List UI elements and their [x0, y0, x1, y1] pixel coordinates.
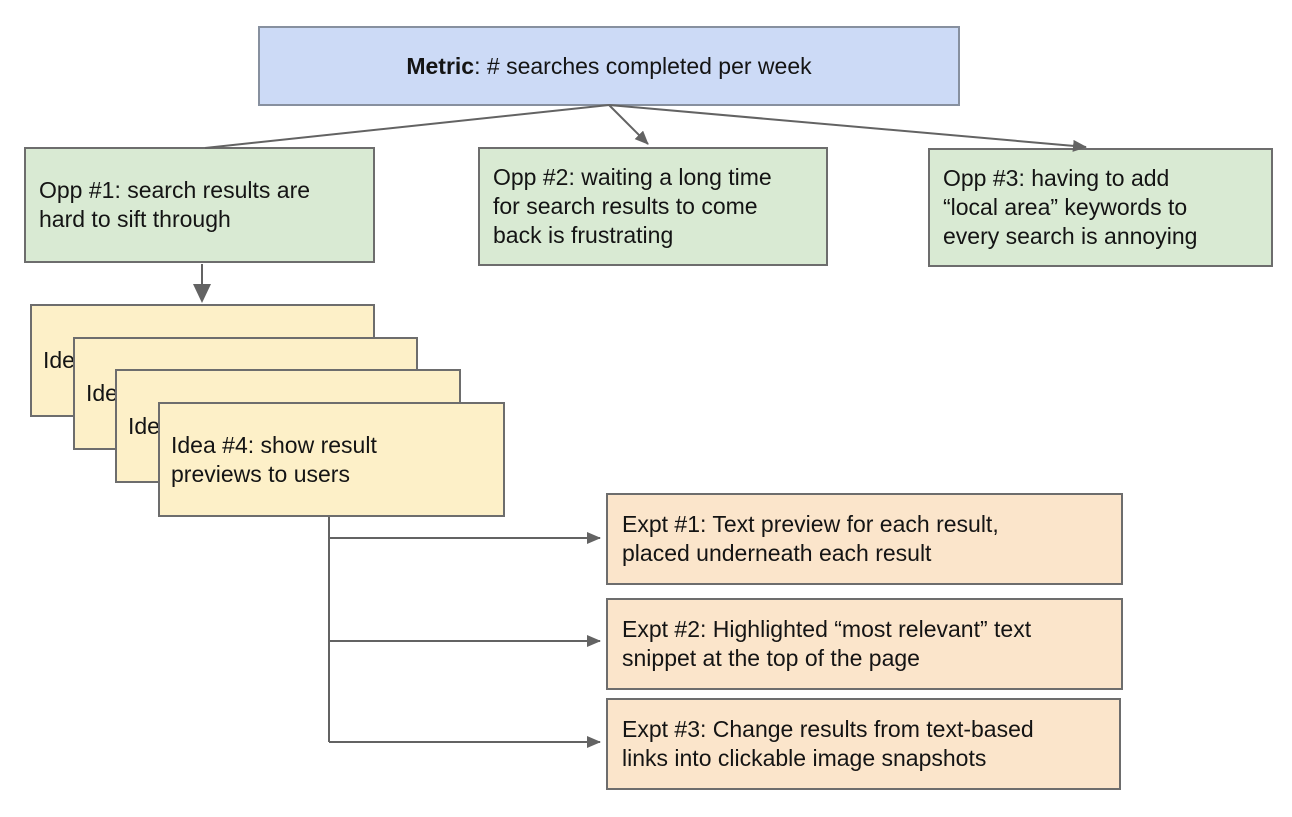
idea-node-2-label: Ide [86, 380, 118, 407]
idea-node-4: Idea #4: show result previews to users [158, 402, 505, 517]
expt-node-3: Expt #3: Change results from text-based … [606, 698, 1121, 790]
opp-node-2: Opp #2: waiting a long time for search r… [478, 147, 828, 266]
connector-metric-opp2 [608, 104, 649, 145]
idea-node-4-label: Idea #4: show result previews to users [171, 431, 377, 487]
expt-node-2-label: Expt #2: Highlighted “most relevant” tex… [622, 616, 1032, 671]
opp-node-2-label: Opp #2: waiting a long time for search r… [493, 164, 772, 248]
metric-node: Metric: # searches completed per week [258, 26, 960, 106]
connector-metric-opp3 [608, 104, 1087, 152]
expt-node-1: Expt #1: Text preview for each result, p… [606, 493, 1123, 585]
expt-node-3-label: Expt #3: Change results from text-based … [622, 716, 1034, 771]
expt-node-2: Expt #2: Highlighted “most relevant” tex… [606, 598, 1123, 690]
connector-opp1-ideas-arrowhead [193, 284, 211, 303]
opp-node-3-label: Opp #3: having to add “local area” keywo… [943, 165, 1198, 249]
opp-node-1: Opp #1: search results are hard to sift … [24, 147, 375, 263]
metric-label: Metric: # searches completed per week [406, 52, 811, 81]
metric-label-rest: : # searches completed per week [474, 52, 812, 79]
idea-node-1-label: Ide [43, 347, 75, 374]
idea-node-3-label: Ide [128, 412, 160, 439]
expt-node-1-label: Expt #1: Text preview for each result, p… [622, 511, 999, 566]
opp-node-1-label: Opp #1: search results are hard to sift … [39, 177, 311, 232]
connector-metric-opp1 [204, 104, 610, 149]
opp-node-3: Opp #3: having to add “local area” keywo… [928, 148, 1273, 267]
metric-label-bold: Metric [406, 52, 475, 79]
